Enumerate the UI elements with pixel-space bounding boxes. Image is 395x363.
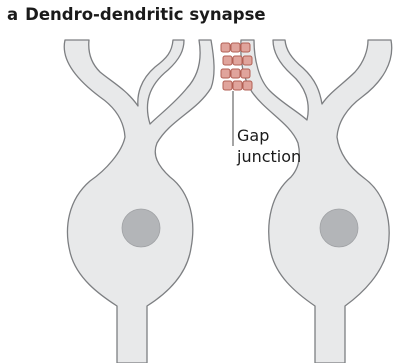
gap-junction-channel (223, 81, 232, 90)
right-nucleus (320, 209, 358, 247)
gap-junction-channel (221, 43, 230, 52)
left-neuron (64, 40, 214, 363)
gap-junction-channel (221, 69, 230, 78)
left-nucleus (122, 209, 160, 247)
gap-junction-channel (243, 81, 252, 90)
gap-junction-channel (231, 43, 240, 52)
gap-junction-label-line2: junction (237, 146, 301, 167)
gap-junction-label-line1: Gap (237, 125, 301, 146)
right-neuron (241, 40, 392, 363)
gap-junction-label: Gap junction (237, 125, 301, 167)
gap-junction-channel (233, 56, 242, 65)
gap-junction-channel (241, 43, 250, 52)
gap-junction-channel (231, 69, 240, 78)
gap-junction-channel (241, 69, 250, 78)
gap-junction-channel (223, 56, 232, 65)
gap-junction-channel (233, 81, 242, 90)
gap-junction-channel (243, 56, 252, 65)
